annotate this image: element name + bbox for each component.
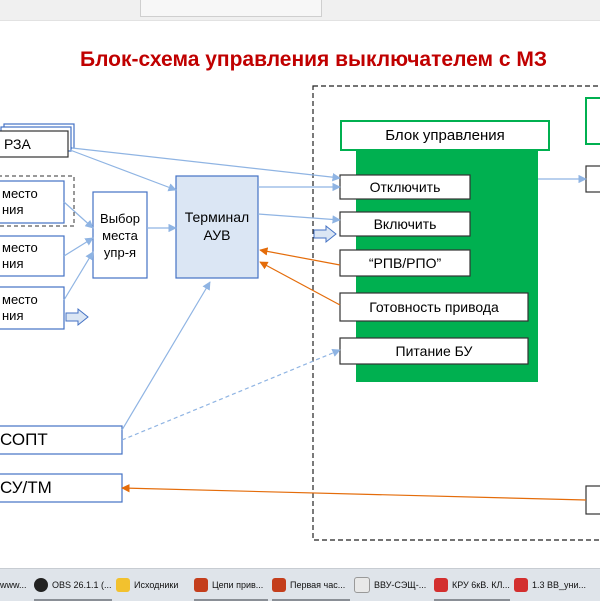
terminal-label: Терминал АУВ bbox=[184, 209, 250, 243]
item-otkl-label: Отключить bbox=[369, 179, 441, 195]
taskbar-item-pdf-2[interactable]: КРУ 6кВ. КЛ... bbox=[434, 576, 510, 594]
pdf-icon bbox=[354, 577, 370, 593]
taskbar-item-label: ВВУ-СЭЩ-... bbox=[374, 580, 427, 590]
taskbar-item-folder[interactable]: Исходники bbox=[116, 576, 190, 594]
taskbar-item-pdf-1[interactable]: ВВУ-СЭЩ-... bbox=[354, 576, 430, 594]
mesto1-box: место ния bbox=[0, 181, 64, 223]
control-block-title-label: Блок управления bbox=[385, 127, 505, 144]
sutm-label: СУ/ТМ bbox=[0, 478, 52, 497]
toolbar-panel bbox=[140, 0, 322, 17]
sopt-box: СОПТ bbox=[0, 426, 122, 454]
taskbar-item-label: КРУ 6кВ. КЛ... bbox=[452, 580, 510, 590]
powerpoint-icon bbox=[272, 578, 286, 592]
rza-label: РЗА bbox=[4, 136, 31, 152]
obs-icon bbox=[34, 578, 48, 592]
terminal-box: Терминал АУВ bbox=[176, 176, 258, 278]
item-rpv-rpo: “РПВ/РПО” bbox=[340, 250, 470, 276]
control-block-title-box bbox=[340, 120, 550, 151]
taskbar-item-pdf-3[interactable]: 1.3 ВВ_уни... bbox=[514, 576, 600, 594]
rza-box: РЗА bbox=[0, 131, 68, 157]
mesto1-label: место ния bbox=[2, 186, 38, 217]
pdf-icon bbox=[434, 578, 448, 592]
taskbar: www... OBS 26.1.1 (... Исходники Цепи пр… bbox=[0, 568, 600, 601]
window-top-strip bbox=[0, 0, 600, 21]
mesto3-box-shape bbox=[0, 286, 65, 330]
right-green-box bbox=[585, 97, 600, 145]
sopt-box-shape bbox=[0, 425, 123, 455]
item-rpv-rpo-label: “РПВ/РПО” bbox=[368, 255, 442, 271]
taskbar-item-ppt-2[interactable]: Первая час... bbox=[272, 576, 350, 594]
right-box-otkl bbox=[585, 165, 600, 193]
sopt-label: СОПТ bbox=[0, 430, 48, 449]
mesto3-box: место ния bbox=[0, 287, 64, 329]
mesto3-label: место ния bbox=[2, 292, 38, 323]
folder-icon bbox=[116, 578, 130, 592]
pdf-icon bbox=[514, 578, 528, 592]
item-pitanie: Питание БУ bbox=[340, 338, 528, 364]
taskbar-item-ppt-1[interactable]: Цепи прив... bbox=[194, 576, 268, 594]
item-otkl: Отключить bbox=[340, 175, 470, 199]
right-box-bottom bbox=[585, 485, 600, 515]
slide-title: Блок-схема управления выключателем с МЗ bbox=[80, 48, 548, 71]
mesto2-label: место ния bbox=[2, 240, 38, 271]
hollow-arrow-terminal bbox=[313, 224, 337, 244]
dashed-frame bbox=[312, 85, 600, 541]
item-vkl-label: Включить bbox=[373, 216, 437, 232]
mesto2-box: место ния bbox=[0, 236, 64, 276]
diagram-canvas bbox=[0, 85, 600, 541]
selector-box-shape bbox=[92, 191, 148, 279]
item-pitanie-label: Питание БУ bbox=[395, 343, 473, 359]
powerpoint-icon bbox=[194, 578, 208, 592]
taskbar-item-label: Исходники bbox=[134, 580, 179, 590]
control-block-title: Блок управления bbox=[341, 121, 549, 150]
taskbar-item-label: www... bbox=[0, 580, 27, 590]
taskbar-item-obs[interactable]: OBS 26.1.1 (... bbox=[34, 576, 112, 594]
selector-box: Выбор места упр-я bbox=[93, 192, 147, 278]
mesto2-box-shape bbox=[0, 235, 65, 277]
item-gotovnost-label: Готовность привода bbox=[369, 299, 499, 315]
rza-box-shape bbox=[0, 130, 69, 158]
hollow-arrow-mesto3 bbox=[65, 307, 89, 327]
taskbar-item-label: Цепи прив... bbox=[212, 580, 264, 590]
sutm-box: СУ/ТМ bbox=[0, 474, 122, 502]
taskbar-item-label: Первая час... bbox=[290, 580, 346, 590]
taskbar-item-browser[interactable]: www... bbox=[0, 576, 30, 594]
sutm-box-shape bbox=[0, 473, 123, 503]
taskbar-item-label: OBS 26.1.1 (... bbox=[52, 580, 112, 590]
item-vkl: Включить bbox=[340, 212, 470, 236]
selector-label: Выбор места упр-я bbox=[100, 210, 140, 260]
item-gotovnost: Готовность привода bbox=[340, 293, 528, 321]
taskbar-item-label: 1.3 ВВ_уни... bbox=[532, 580, 587, 590]
terminal-box-shape bbox=[175, 175, 259, 279]
